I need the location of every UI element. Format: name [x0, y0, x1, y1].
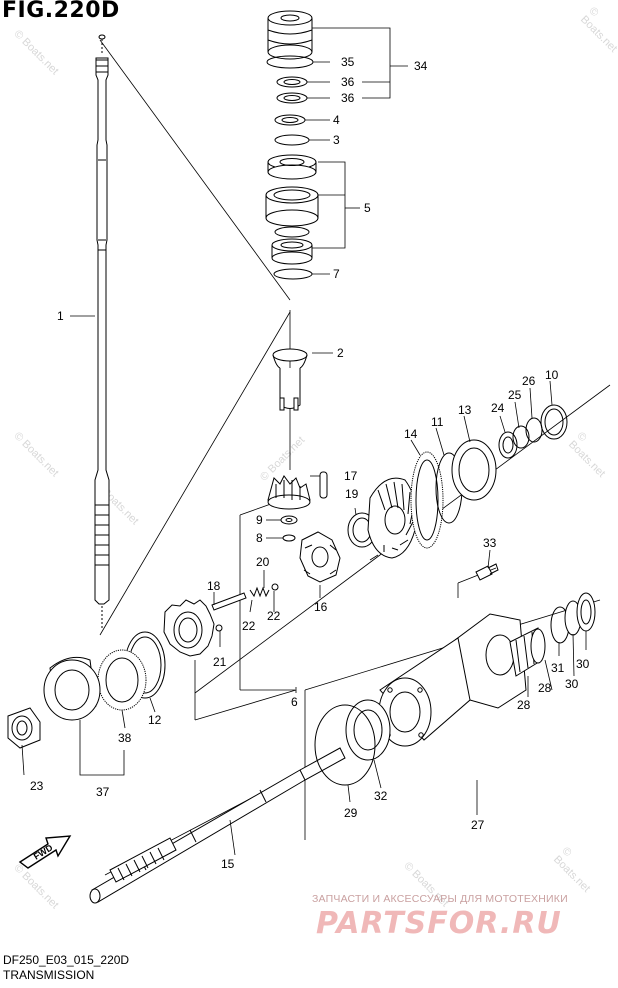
leader-lines: [21, 27, 587, 856]
part-36-seals: [276, 76, 308, 104]
callout-2: 2: [337, 346, 344, 360]
part-14-bearing: [410, 451, 444, 549]
part-32-bearing: [345, 699, 391, 761]
part-26-clip: [525, 417, 543, 443]
callout-4: 4: [333, 113, 340, 127]
part-38-bearing: [97, 649, 147, 711]
part-9-washer: [280, 515, 298, 525]
callout-26: 26: [522, 374, 536, 388]
callout-9: 9: [256, 513, 263, 527]
part-16-clutch: [299, 531, 341, 583]
callout-27: 27: [471, 818, 485, 832]
forward-bevel-gear: [367, 477, 417, 559]
callout-7: 7: [333, 267, 340, 281]
callout-37: 37: [96, 785, 110, 799]
part-4-washer: [274, 114, 306, 126]
part-7-shim: [273, 268, 313, 280]
callout-20: 20: [256, 555, 270, 569]
callout-23: 23: [30, 779, 44, 793]
callout-38: 38: [118, 731, 132, 745]
part-10-ring: [540, 404, 568, 440]
callout-36a: 36: [341, 75, 355, 89]
callout-10: 10: [545, 368, 559, 382]
part-27-housing: [378, 613, 527, 747]
part-28-bearing: [509, 627, 546, 677]
part-5-tapered-bearing: [265, 154, 319, 265]
part-3-shim: [274, 134, 310, 146]
partsfor-logo: PARTSFOR.RU: [316, 906, 562, 941]
callout-11: 11: [431, 415, 444, 429]
part-22-pins: [215, 583, 279, 632]
callout-18: 18: [207, 579, 221, 593]
part-1-drive-shaft: [94, 34, 110, 630]
callout-1: 1: [57, 309, 64, 323]
fwd-arrow: [18, 835, 72, 869]
callout-30b: 30: [565, 677, 579, 691]
part-13-bearing-race: [451, 439, 497, 501]
callout-12: 12: [148, 713, 162, 727]
callout-6: 6: [291, 695, 298, 709]
part-33-bolt: [475, 563, 499, 581]
part-29-o-ring: [314, 704, 376, 786]
callout-29: 29: [344, 806, 358, 820]
callout-28a: 28: [517, 698, 531, 712]
callout-24: 24: [491, 401, 505, 415]
callout-14: 14: [404, 427, 418, 441]
part-20-spring: [249, 586, 270, 598]
part-24-washer: [498, 431, 518, 459]
part-21-gear: [163, 599, 215, 657]
callout-22b: 22: [267, 609, 281, 623]
part-30-seals: [564, 592, 596, 636]
callout-21: 21: [213, 655, 227, 669]
callout-33: 33: [483, 536, 497, 550]
callout-3: 3: [333, 133, 340, 147]
callout-28b: 28: [538, 681, 552, 695]
callout-13: 13: [458, 403, 472, 417]
part-25-washer: [512, 425, 530, 449]
callout-25: 25: [508, 388, 522, 402]
figure-title: FIG.220D: [2, 0, 120, 23]
callout-15: 15: [221, 857, 235, 871]
callout-22a: 22: [242, 619, 256, 633]
callout-36b: 36: [341, 91, 355, 105]
callout-35: 35: [341, 55, 355, 69]
part-23-nut: [7, 707, 41, 749]
callout-labels: 1 2 3 4 5 6 7 8 9 10 11 12 13 14 15 16 1…: [30, 55, 590, 871]
part-37-bearing-housing: [43, 656, 101, 721]
part-18-pin: [211, 592, 247, 611]
part-17-pin: [319, 471, 328, 499]
part-2-sleeve: [272, 348, 308, 411]
callout-8: 8: [256, 531, 263, 545]
callout-19: 19: [345, 487, 359, 501]
callout-16: 16: [314, 600, 328, 614]
part-34-bearing-housing: [267, 10, 313, 60]
part-8-washer: [282, 534, 296, 542]
callout-17: 17: [344, 469, 358, 483]
part-15-propeller-shaft: [89, 747, 346, 904]
pinion-gear: [267, 475, 311, 510]
diagram-code: DF250_E03_015_220D: [3, 953, 130, 967]
callout-5: 5: [364, 201, 371, 215]
callout-34: 34: [414, 59, 428, 73]
section-name: TRANSMISSION: [3, 968, 95, 982]
callout-30a: 30: [576, 657, 590, 671]
callout-31: 31: [551, 661, 565, 675]
promo-text: ЗАПЧАСТИ И АКСЕССУАРЫ ДЛЯ МОТОТЕХНИКИ: [312, 893, 568, 905]
callout-32: 32: [374, 789, 388, 803]
